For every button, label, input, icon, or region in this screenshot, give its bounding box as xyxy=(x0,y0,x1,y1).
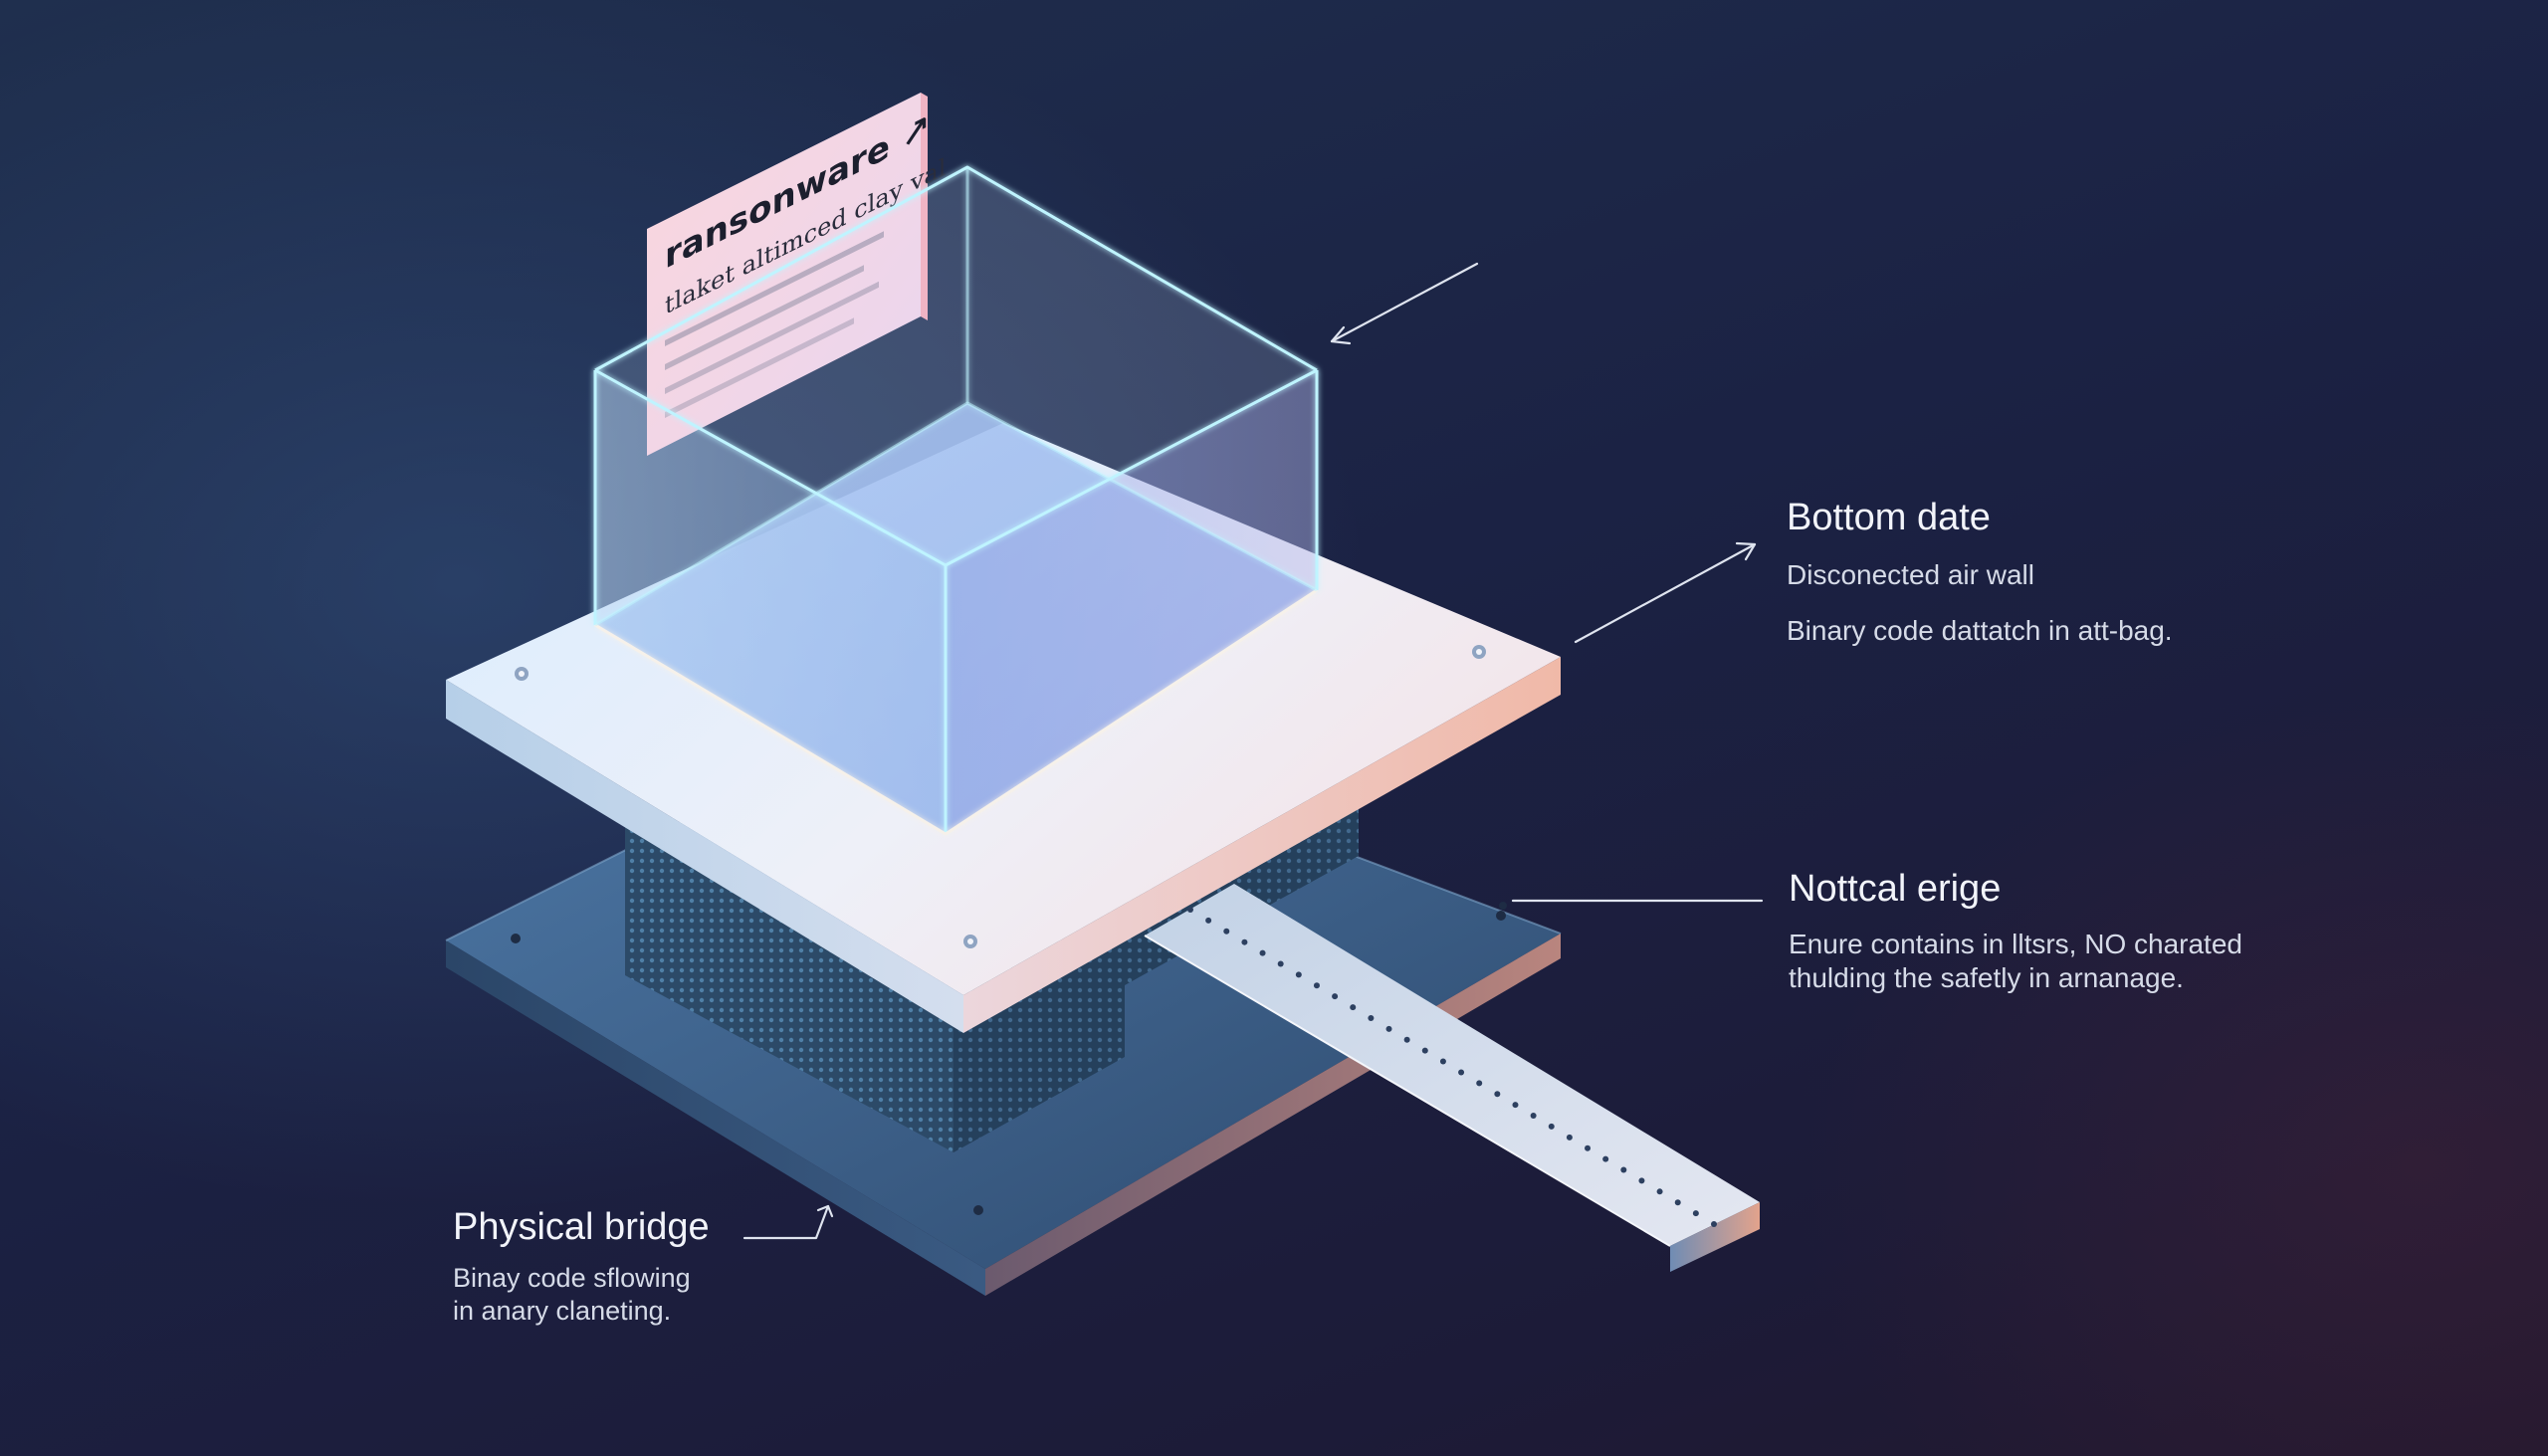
rail-hole xyxy=(1295,971,1302,978)
rail-hole xyxy=(1385,1025,1392,1032)
rail-hole xyxy=(1620,1166,1627,1173)
rail-hole xyxy=(1602,1155,1609,1162)
rail-hole xyxy=(1403,1036,1410,1043)
rail-hole xyxy=(1277,960,1284,967)
rail-hole xyxy=(1332,993,1339,1000)
rail-hole xyxy=(1530,1113,1537,1120)
arrow-bottom-date-icon xyxy=(1574,541,1757,644)
rail-hole xyxy=(1368,1014,1375,1021)
leader-lines xyxy=(743,262,1764,1240)
rail-hole xyxy=(1674,1199,1681,1206)
rail-hole xyxy=(1585,1144,1592,1151)
rail-hole xyxy=(1205,917,1212,924)
leader-notical-bridge xyxy=(1499,899,1764,910)
callout-bottom-date-line-2: Binary code dattatch in att-bag. xyxy=(1787,615,2173,646)
data-rail xyxy=(1144,884,1760,1272)
callout-bottom-date-line-1: Disconected air wall xyxy=(1787,559,2034,590)
callout-bottom-date: Bottom date Disconected air wall Binary … xyxy=(1787,495,2173,648)
rail-hole xyxy=(1259,949,1266,956)
callout-physical-bridge: Physical bridge Binay code sflowing in a… xyxy=(453,1204,710,1328)
rail-hole xyxy=(1439,1058,1446,1065)
rail-hole xyxy=(1458,1069,1465,1076)
rail-hole xyxy=(1548,1123,1555,1130)
rail-hole xyxy=(1656,1188,1663,1195)
arrow-physical-bridge-icon xyxy=(743,1204,834,1240)
callout-notical-bridge: Nottcal erige Enure contains in lltsrs, … xyxy=(1789,866,2242,995)
callout-physical-bridge-line-1: Binay code sflowing xyxy=(453,1263,691,1293)
callout-physical-bridge-title: Physical bridge xyxy=(453,1206,710,1248)
rail-hole xyxy=(1241,938,1248,945)
arrow-glass-icon xyxy=(1330,262,1479,345)
callout-bottom-date-title: Bottom date xyxy=(1787,497,1991,538)
rail-hole xyxy=(1350,1004,1357,1011)
rail-hole xyxy=(1476,1080,1483,1087)
glass-edges xyxy=(593,165,1319,836)
callout-physical-bridge-line-2: in anary claneting. xyxy=(453,1296,672,1326)
callout-notical-bridge-line-1: Enure contains in lltsrs, NO charated xyxy=(1789,929,2242,959)
rail-hole xyxy=(1638,1177,1645,1184)
rail-hole xyxy=(1187,907,1193,913)
rail-hole xyxy=(1313,982,1320,989)
rail-hole xyxy=(1692,1210,1699,1217)
rail-hole xyxy=(1223,928,1230,935)
rail-hole xyxy=(1421,1047,1428,1054)
rail-hole xyxy=(1711,1221,1717,1227)
callout-notical-bridge-line-2: thulding the safetly in arnanage. xyxy=(1789,962,2184,993)
rail-hole xyxy=(1494,1091,1501,1098)
rail-hole xyxy=(1512,1102,1519,1109)
callout-notical-bridge-title: Nottcal erige xyxy=(1789,868,2002,910)
rail-hole xyxy=(1566,1134,1573,1141)
